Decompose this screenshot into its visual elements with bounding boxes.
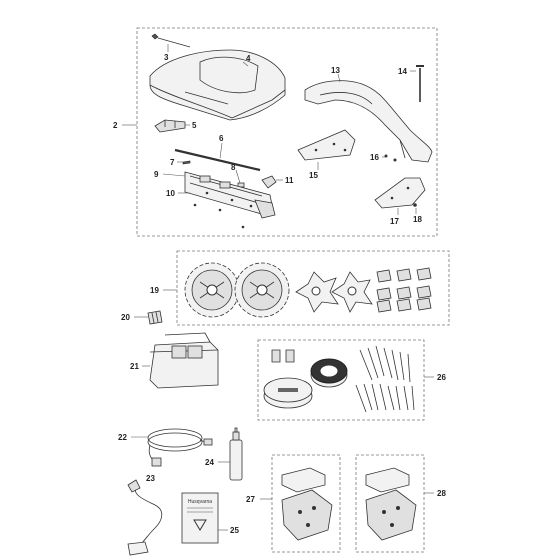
rod-part-6[interactable] bbox=[174, 148, 261, 172]
callout-4[interactable]: 4 bbox=[246, 54, 251, 63]
callout-22[interactable]: 22 bbox=[118, 433, 127, 442]
callout-23[interactable]: 23 bbox=[146, 474, 155, 483]
callout-2[interactable]: 2 bbox=[113, 121, 118, 130]
callout-11[interactable]: 11 bbox=[285, 176, 294, 185]
callout-17[interactable]: 17 bbox=[390, 217, 399, 226]
callout-10[interactable]: 10 bbox=[166, 189, 175, 198]
front-bracket-part[interactable] bbox=[297, 129, 356, 161]
callout-21[interactable]: 21 bbox=[130, 362, 139, 371]
callout-28[interactable]: 28 bbox=[437, 489, 446, 498]
callout-13[interactable]: 13 bbox=[331, 66, 340, 75]
assembly-box-26 bbox=[257, 339, 425, 421]
pin-part-7[interactable] bbox=[182, 160, 191, 165]
bottle-part[interactable] bbox=[229, 427, 243, 481]
hub-cap-left-part[interactable] bbox=[295, 271, 339, 313]
charging-station-part[interactable] bbox=[263, 377, 313, 409]
label-card-part[interactable]: Husqvarna bbox=[181, 492, 219, 544]
wheel-right-part[interactable] bbox=[234, 262, 290, 318]
hub-cap-right-part[interactable] bbox=[331, 271, 373, 313]
pegs-part[interactable] bbox=[355, 345, 415, 413]
logo-badge-part[interactable] bbox=[151, 33, 191, 48]
assembly-box-27 bbox=[271, 454, 341, 553]
callout-27[interactable]: 27 bbox=[246, 495, 255, 504]
callout-18[interactable]: 18 bbox=[413, 215, 422, 224]
callout-26[interactable]: 26 bbox=[437, 373, 446, 382]
top-cover-part[interactable] bbox=[149, 49, 286, 121]
screws-part-16[interactable] bbox=[384, 154, 397, 162]
callout-7[interactable]: 7 bbox=[170, 158, 175, 167]
label-card-logo: Husqvarna bbox=[188, 499, 212, 505]
wheel-left-part[interactable] bbox=[184, 262, 240, 318]
wire-spool-part[interactable] bbox=[310, 358, 348, 388]
power-cable-part[interactable] bbox=[147, 428, 213, 467]
callout-6[interactable]: 6 bbox=[219, 134, 224, 143]
connector-box-27-part[interactable] bbox=[281, 467, 333, 541]
assembly-box-28 bbox=[355, 454, 425, 553]
assembly-box-2 bbox=[136, 27, 438, 237]
assembly-box-19 bbox=[176, 250, 450, 326]
skid-single-part-20[interactable] bbox=[147, 310, 163, 325]
callout-16[interactable]: 16 bbox=[370, 153, 379, 162]
battery-box-part[interactable] bbox=[149, 332, 219, 389]
latch-part-11[interactable] bbox=[261, 175, 277, 189]
callout-24[interactable]: 24 bbox=[205, 458, 214, 467]
screw-part-14[interactable] bbox=[416, 65, 424, 102]
clip-part-5[interactable] bbox=[154, 119, 186, 133]
callout-3[interactable]: 3 bbox=[164, 53, 169, 62]
callout-25[interactable]: 25 bbox=[230, 526, 239, 535]
skid-plates-part[interactable] bbox=[376, 267, 432, 313]
callout-15[interactable]: 15 bbox=[309, 171, 318, 180]
callout-20[interactable]: 20 bbox=[121, 313, 130, 322]
lowvolt-cable-part[interactable] bbox=[127, 479, 163, 556]
callout-8[interactable]: 8 bbox=[231, 163, 236, 172]
callout-19[interactable]: 19 bbox=[150, 286, 159, 295]
couplers-part[interactable] bbox=[271, 349, 295, 363]
callout-9[interactable]: 9 bbox=[154, 170, 159, 179]
chassis-frame-part[interactable] bbox=[184, 171, 276, 229]
callout-5[interactable]: 5 bbox=[192, 121, 197, 130]
body-shell-part[interactable] bbox=[304, 80, 433, 163]
connector-box-28-part[interactable] bbox=[365, 467, 417, 541]
rear-bracket-part[interactable] bbox=[374, 177, 426, 209]
callout-14[interactable]: 14 bbox=[398, 67, 407, 76]
